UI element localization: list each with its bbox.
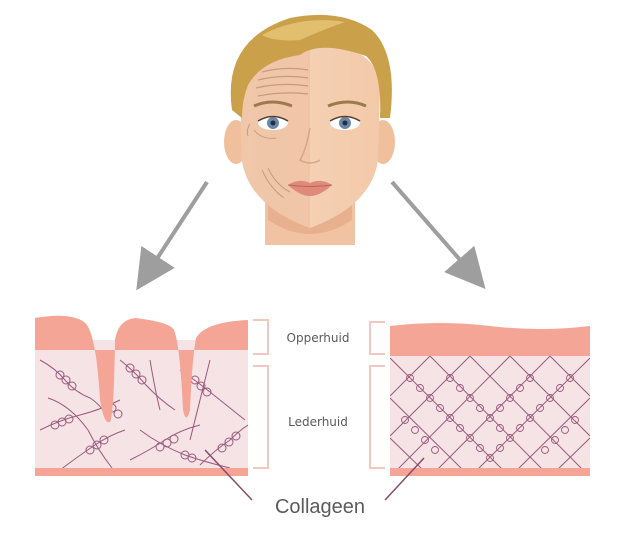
young-collagen-fibers <box>390 356 590 472</box>
bracket-left-dermis <box>253 365 269 469</box>
young-dermis <box>390 350 590 472</box>
left-eye <box>257 115 289 130</box>
young-epidermis <box>390 323 590 356</box>
collagen-pointer-right <box>384 457 425 501</box>
layer-brackets <box>253 319 385 469</box>
arrow-right <box>390 180 486 290</box>
young-skin-panel <box>390 323 590 476</box>
dermis-label: Lederhuid <box>288 415 348 429</box>
arrow-left <box>136 180 209 291</box>
collagen-pointer-left <box>204 449 253 501</box>
cheek-wrinkles <box>261 167 291 199</box>
lips <box>288 180 332 196</box>
collagen-label: Collageen <box>274 496 366 518</box>
hair-highlight <box>262 20 345 41</box>
epidermis-label: Opperhuid <box>286 331 350 345</box>
right-eyebrow <box>327 100 367 108</box>
right-eye <box>329 115 361 130</box>
face-illustration <box>224 14 395 245</box>
left-eyebrow <box>253 100 293 108</box>
aged-epidermis <box>35 315 248 423</box>
eye-wrinkles <box>246 123 277 139</box>
neck-shadow <box>268 205 352 234</box>
aged-face-half <box>240 42 310 228</box>
aged-dermis <box>35 340 248 472</box>
forehead-wrinkles <box>255 67 309 97</box>
nose <box>298 127 321 164</box>
bracket-left-epidermis <box>253 319 269 355</box>
aged-collagen-fibers <box>39 359 248 471</box>
bracket-right-dermis <box>369 365 385 469</box>
bracket-right-epidermis <box>369 321 385 355</box>
young-base-layer <box>390 468 590 476</box>
aged-base-layer <box>35 468 248 476</box>
hair <box>230 14 392 118</box>
aged-skin-panel <box>35 315 248 476</box>
